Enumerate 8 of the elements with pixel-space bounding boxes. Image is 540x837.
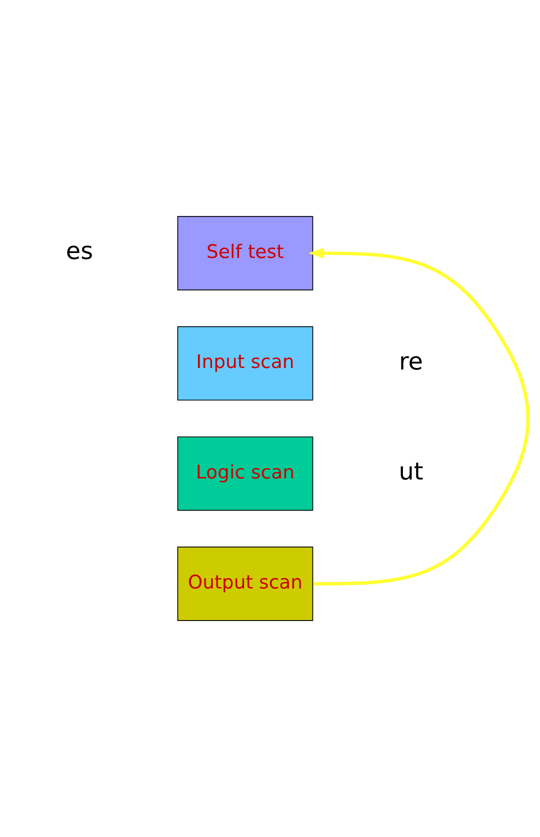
node-box: Logic scan: [177, 436, 314, 511]
label: re: [398, 347, 424, 376]
label: es: [66, 237, 94, 266]
node-box: Output scan: [177, 546, 314, 621]
node-box: Self test: [177, 216, 314, 290]
label: ut: [398, 458, 424, 486]
node-box: Input scan: [177, 326, 314, 401]
arrow: [308, 248, 530, 586]
